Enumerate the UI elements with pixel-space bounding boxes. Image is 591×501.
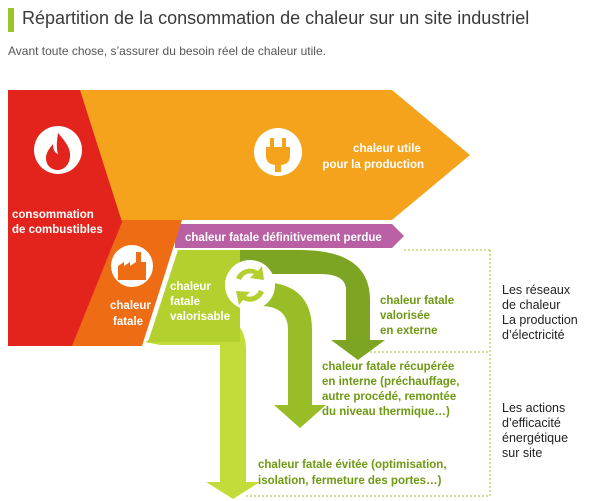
label-interne: chaleur fatale récupérée en interne (pré… <box>322 361 463 418</box>
label-consommation: consommation de combustibles <box>12 209 103 236</box>
label-externe: chaleur fatale valorisée en externe <box>380 295 457 337</box>
page-title: Répartition de la consommation de chaleu… <box>22 8 530 28</box>
flow-perdue <box>175 224 404 248</box>
label-perdue: chaleur fatale définitivement perdue <box>185 232 382 244</box>
label-valorisable: chaleur fatale valorisable <box>170 281 230 323</box>
label-chaleur-utile: chaleur utile pour la production <box>322 143 424 171</box>
flow-interne <box>185 282 326 428</box>
label-chaleur-fatale: chaleur fatale <box>110 300 154 328</box>
page-subtitle: Avant toute chose, s’assurer du besoin r… <box>8 44 326 58</box>
recycle-icon <box>225 260 275 310</box>
flow-chaleur-utile <box>8 90 470 220</box>
label-evitee: chaleur fatale évitée (optimisation, iso… <box>258 459 450 487</box>
title-accent-bar <box>8 8 14 32</box>
bracket-lines <box>246 249 491 497</box>
flame-icon <box>34 126 82 174</box>
side-label-actions: Les actions d’efficacité énergétique sur… <box>502 401 569 460</box>
flow-valorisable <box>148 250 240 342</box>
flow-evitee <box>145 312 260 499</box>
plug-icon <box>254 128 302 176</box>
side-label-reseaux: Les réseaux de chaleur La production d’é… <box>502 283 578 342</box>
factory-icon <box>111 245 153 287</box>
